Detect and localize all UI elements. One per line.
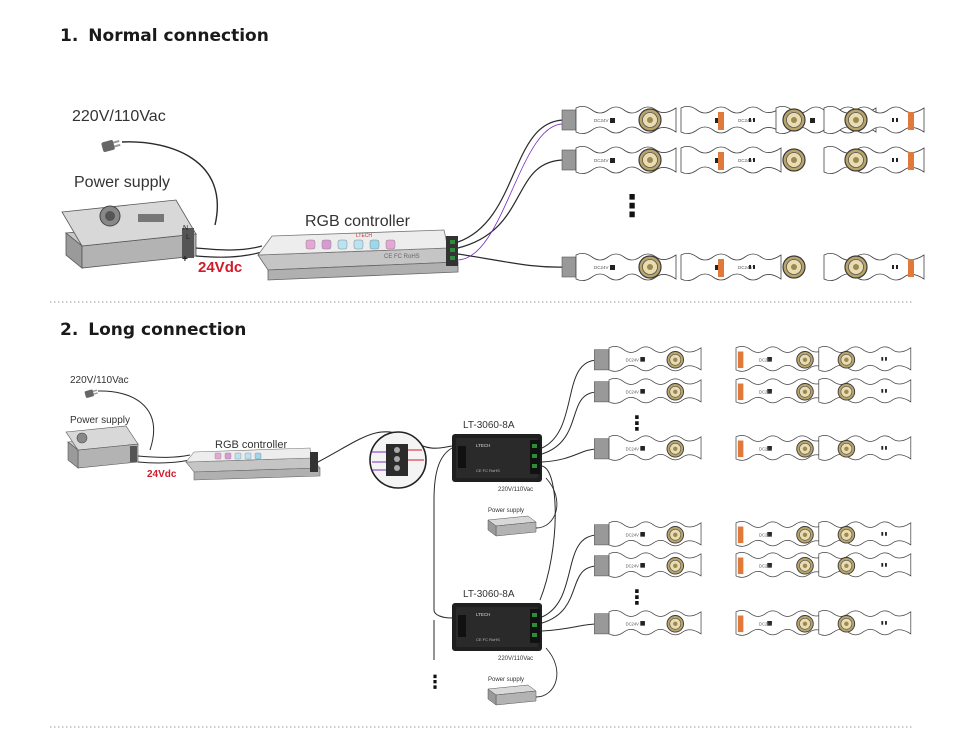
led-strip-row-9: DC24V DC24V [594,609,912,636]
amp2-psu-label: Power supply [488,677,524,683]
svg-text:DC24V: DC24V [738,118,753,123]
led-strip-row-8: DC24V DC24V [594,551,912,578]
svg-text:DC24V: DC24V [626,358,640,363]
led-strip-row-6: DC24V DC24V [594,434,912,461]
section1-controller-label: RGB controller [305,213,411,230]
svg-text:LTECH: LTECH [476,612,490,617]
svg-text:LTECH: LTECH [356,233,372,239]
section2-dc-label: 24Vdc [147,469,177,480]
section2-controller-label: RGB controller [215,439,287,451]
svg-text:DC24V: DC24V [594,158,609,163]
led-strip-row-5: DC24V DC24V [594,377,912,404]
section1-more-strips: ⋮ [617,189,647,224]
section1-ac-label: 220V/110Vac [72,108,166,125]
amp2-label: LT-3060-8A [463,589,515,600]
led-strip-row-4: DC24V DC24V [594,345,912,372]
rgb-controller-device: LTECH CE FC RoHS [257,229,459,281]
svg-text:CE FC RoHS: CE FC RoHS [476,637,500,642]
svg-text:CE FC RoHS: CE FC RoHS [476,468,500,473]
ac-plug-icon-2 [84,388,99,399]
section2-ac-label: 220V/110Vac [70,375,129,386]
svg-text:DC24V: DC24V [626,564,640,569]
section2-title: 2.Long connection [60,320,246,340]
terminal-zoom-icon [369,431,427,489]
led-strip-row-1: DC24V DC24V [561,105,925,135]
psu-terminal-l: L [186,234,190,241]
led-strip-row-3: DC24V DC24V [561,252,925,282]
svg-text:DC24V: DC24V [759,358,773,363]
svg-text:DC24V: DC24V [738,158,753,163]
svg-text:DC24V: DC24V [626,622,640,627]
section2-psu-label: Power supply [70,415,130,426]
ac-plug-icon [101,138,122,153]
svg-text:DC24V: DC24V [626,533,640,538]
svg-text:DC24V: DC24V [759,390,773,395]
power-supply-icon [61,199,198,269]
amp1-psu-label: Power supply [488,508,524,514]
section1-psu-label: Power supply [74,174,170,191]
amplifier-1-device: LTECH CE FC RoHS [452,434,542,482]
svg-text:DC24V: DC24V [594,265,609,270]
svg-text:CE FC RoHS: CE FC RoHS [384,254,420,260]
led-strip-row-7: DC24V DC24V [594,520,912,547]
amp2-ac-label: 220V/110Vac [498,656,533,662]
amp2-power-supply-icon [487,684,537,706]
section1-dc-label: 24Vdc [198,259,242,276]
power-supply-icon-2 [65,425,139,469]
amp1-ac-label: 220V/110Vac [498,487,533,493]
ac-cable [121,141,218,226]
amplifier-2-device: LTECH CE FC RoHS [452,603,542,651]
svg-text:DC24V: DC24V [626,447,640,452]
rgb-controller-device-2 [185,447,321,481]
svg-text:DC24V: DC24V [759,564,773,569]
amp1-power-supply-icon [487,515,537,537]
section2-more-amps: ⋮ [426,672,444,693]
psu-terminal-n: N [183,225,188,232]
svg-text:DC24V: DC24V [759,622,773,627]
amp1-label: LT-3060-8A [463,420,515,431]
psu-terminal-plus: + [182,254,188,265]
section2-more-strips-1: ⋮ [627,411,647,435]
svg-text:DC24V: DC24V [759,533,773,538]
section2-more-strips-2: ⋮ [627,585,647,609]
svg-text:DC24V: DC24V [759,447,773,452]
led-strip-row-2: DC24V DC24V [561,145,925,175]
svg-text:DC24V: DC24V [738,265,753,270]
svg-text:DC24V: DC24V [626,390,640,395]
svg-text:LTECH: LTECH [476,443,490,448]
section1-title: 1.Normal connection [60,26,269,46]
svg-text:DC24V: DC24V [594,118,609,123]
